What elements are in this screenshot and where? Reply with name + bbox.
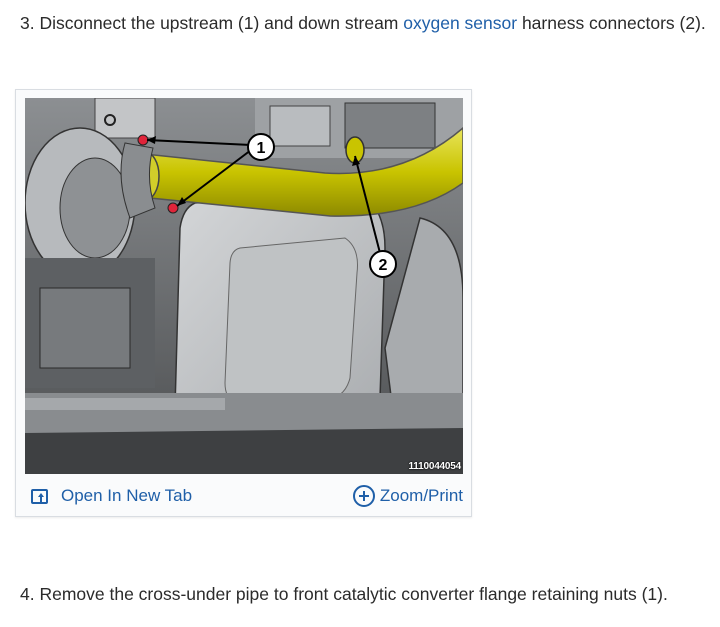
- zoom-plus-icon: [352, 485, 375, 507]
- oxygen-sensor-link[interactable]: oxygen sensor: [403, 13, 518, 33]
- figure-toolbar: Open In New Tab Zoom/Print: [25, 482, 463, 510]
- oxygen-sensor-illustration[interactable]: 1 2 1110044054: [25, 98, 463, 474]
- step-3-text: 3. Disconnect the upstream (1) and down …: [20, 12, 706, 34]
- figure-id-label: 1110044054: [408, 461, 461, 472]
- figure-card: 1 2 1110044054 Open In New Tab Zoom/Prin…: [15, 89, 472, 517]
- zoom-print-label: Zoom/Print: [379, 486, 463, 505]
- open-in-new-tab-label: Open In New Tab: [61, 486, 193, 505]
- zoom-print-button[interactable]: Zoom/Print: [352, 485, 463, 507]
- illustration-drawing: 1 2: [25, 98, 463, 474]
- open-new-tab-icon: [31, 488, 48, 504]
- step-3-prefix: 3. Disconnect the upstream (1) and down …: [20, 13, 404, 33]
- open-in-new-tab-button[interactable]: Open In New Tab: [25, 486, 192, 506]
- callout-2: 2: [379, 257, 388, 274]
- step-4-text: 4. Remove the cross-under pipe to front …: [20, 584, 668, 604]
- step-3-suffix: harness connectors (2).: [517, 13, 706, 33]
- callout-1: 1: [257, 140, 266, 157]
